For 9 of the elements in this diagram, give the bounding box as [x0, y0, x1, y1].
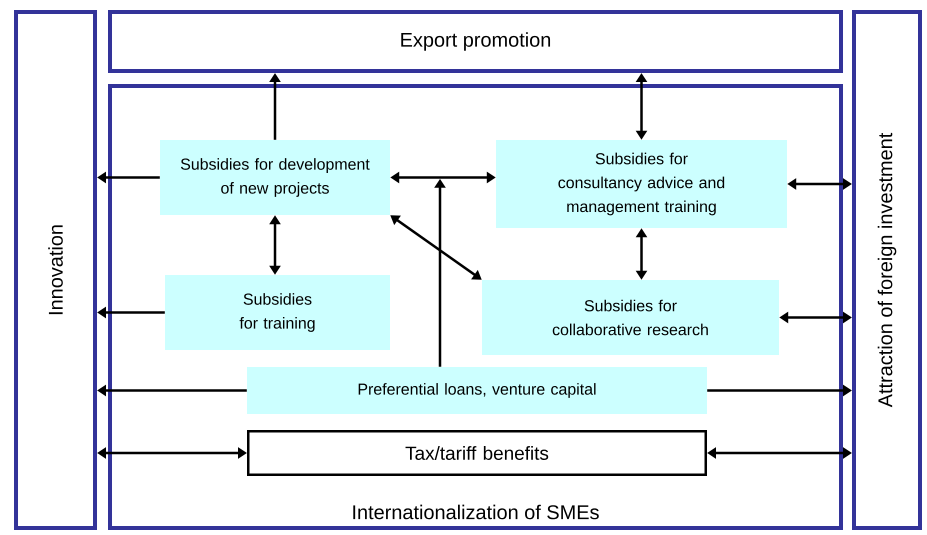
- side-band: Attraction of foreign investment: [852, 10, 922, 530]
- subsidy-box: Subsidies for development of new projects: [160, 140, 390, 215]
- benefit-box: Tax/tariff benefits: [247, 430, 707, 476]
- subsidy-box: Subsidies for training: [165, 275, 390, 350]
- subsidy-box: Preferential loans, venture capital: [247, 367, 707, 414]
- top-band: Export promotion: [108, 10, 843, 73]
- subsidy-box: Subsidies for consultancy advice and management training: [496, 140, 787, 228]
- subsidy-box: Subsidies for collaborative research: [482, 280, 779, 355]
- side-band: Innovation: [14, 10, 97, 530]
